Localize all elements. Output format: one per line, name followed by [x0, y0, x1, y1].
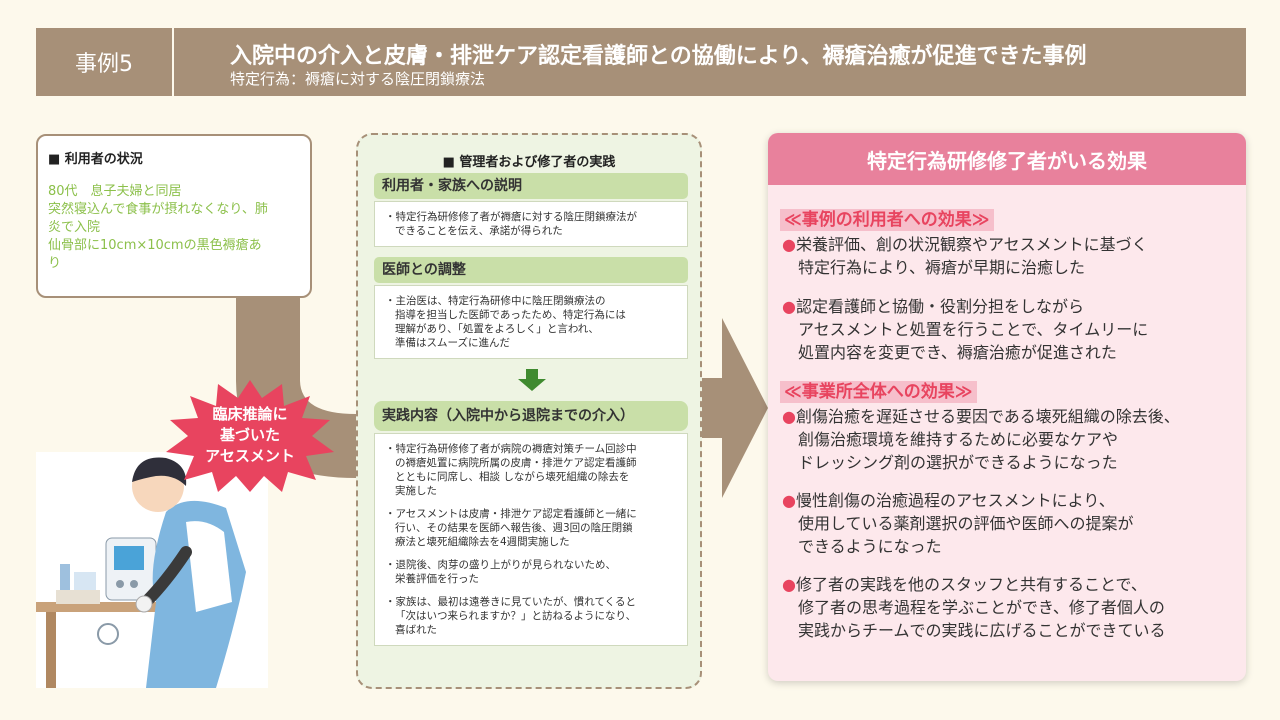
section-body-explanation: ・特定行為研修修了者が褥瘡に対する陰圧閉鎖療法が できることを伝え、承諾が得られ…: [374, 201, 688, 247]
effect-item-text: 認定看護師と協働・役割分担をしながら アセスメントと処置を行うことで、タイムリー…: [795, 297, 1149, 362]
section-body-doctor: ・主治医は、特定行為研修中に陰圧閉鎖療法の 指導を担当した医師であったため、特定…: [374, 285, 688, 359]
practice-title: ■ 管理者および修了者の実践: [442, 155, 616, 170]
effect-item: ●栄養評価、創の状況観察やアセスメントに基づく 特定行為により、褥瘡が早期に治癒…: [782, 233, 1242, 279]
effects-heading: 特定行為研修修了者がいる効果: [768, 133, 1246, 185]
effect-item-text: 修了者の実践を他のスタッフと共有することで、 修了者の思考過程を学ぶことができ、…: [795, 575, 1166, 640]
effect-group-title: ≪事例の利用者への効果≫: [780, 209, 994, 231]
practice-bullet: ・特定行為研修修了者が病院の褥瘡対策チーム回診中 の褥瘡処置に病院所属の皮膚・排…: [385, 443, 637, 497]
effect-item: ●慢性創傷の治癒過程のアセスメントにより、 使用している薬剤選択の評価や医師への…: [782, 489, 1242, 558]
user-status-line: 突然寝込んで食事が摂れなくなり、肺: [48, 202, 268, 217]
header-divider: [172, 28, 174, 96]
user-status-line: 80代 息子夫婦と同居: [48, 184, 182, 199]
practice-bullet: ・アセスメントは皮膚・排泄ケア認定看護師と一緒に 行い、その結果を医師へ報告後、…: [385, 508, 637, 548]
bullet-dot-icon: ●: [782, 575, 796, 594]
effect-item-text: 栄養評価、創の状況観察やアセスメントに基づく 特定行為により、褥瘡が早期に治癒し…: [795, 235, 1148, 277]
effect-item: ●認定看護師と協働・役割分担をしながら アセスメントと処置を行うことで、タイムリ…: [782, 295, 1242, 364]
effect-item-text: 慢性創傷の治癒過程のアセスメントにより、 使用している薬剤選択の評価や医師への提…: [795, 491, 1134, 556]
effects-box: 特定行為研修修了者がいる効果 ≪事例の利用者への効果≫ ●栄養評価、創の状況観察…: [768, 133, 1246, 681]
header-bar: 事例5 入院中の介入と皮膚・排泄ケア認定看護師との協働により、褥瘡治癒が促進でき…: [36, 28, 1246, 96]
starburst-line: アセスメント: [205, 447, 295, 465]
effect-group-title: ≪事業所全体への効果≫: [780, 381, 977, 403]
page-title: 入院中の介入と皮膚・排泄ケア認定看護師との協働により、褥瘡治癒が促進できた事例: [230, 44, 1087, 69]
effect-item-text: 創傷治癒を遅延させる要因である壊死組織の除去後、 創傷治癒環境を維持するために必…: [795, 407, 1180, 472]
bullet-dot-icon: ●: [782, 235, 796, 254]
starburst-line: 臨床推論に: [212, 405, 288, 423]
user-status-line: 炎で入院: [48, 220, 101, 235]
starburst-label: 臨床推論に 基づいた アセスメント: [178, 404, 322, 467]
effect-item: ●創傷治癒を遅延させる要因である壊死組織の除去後、 創傷治癒環境を維持するために…: [782, 405, 1242, 474]
section-heading-explanation: 利用者・家族への説明: [374, 173, 688, 199]
bullet-dot-icon: ●: [782, 297, 796, 316]
practice-box: ■ 管理者および修了者の実践 利用者・家族への説明 ・特定行為研修修了者が褥瘡に…: [356, 133, 702, 689]
starburst-line: 基づいた: [219, 426, 280, 444]
case-label: 事例5: [75, 52, 133, 77]
effect-item: ●修了者の実践を他のスタッフと共有することで、 修了者の思考過程を学ぶことができ…: [782, 573, 1242, 642]
user-status-line: 仙骨部に10cm×10cmの黒色褥瘡あ: [48, 238, 262, 253]
practice-bullet: ・主治医は、特定行為研修中に陰圧閉鎖療法の 指導を担当した医師であったため、特定…: [385, 295, 626, 349]
section-heading-practice: 実践内容（入院中から退院までの介入）: [374, 401, 688, 431]
section-heading-doctor: 医師との調整: [374, 257, 688, 283]
bullet-dot-icon: ●: [782, 491, 796, 510]
right-flow-arrow: [702, 318, 768, 498]
starburst-badge: [166, 380, 334, 492]
bullet-dot-icon: ●: [782, 407, 796, 426]
practice-bullet: ・特定行為研修修了者が褥瘡に対する陰圧閉鎖療法が できることを伝え、承諾が得られ…: [385, 211, 637, 237]
user-status-box: ■ 利用者の状況 80代 息子夫婦と同居 突然寝込んで食事が摂れなくなり、肺 炎…: [36, 134, 312, 298]
practice-bullet: ・家族は、最初は遠巻きに見ていたが、慣れてくると 「次はいつ来られますか？」と訪…: [385, 596, 637, 636]
section-body-practice: ・特定行為研修修了者が病院の褥瘡対策チーム回診中 の褥瘡処置に病院所属の皮膚・排…: [374, 433, 688, 646]
user-status-title: ■ 利用者の状況: [48, 152, 143, 167]
user-status-line: り: [48, 256, 62, 271]
page-subtitle: 特定行為：褥瘡に対する陰圧閉鎖療法: [230, 70, 486, 88]
down-arrow-icon: [518, 369, 546, 391]
practice-bullet: ・退院後、肉芽の盛り上がりが見られないため、 栄養評価を行った: [385, 559, 616, 585]
nurse-illustration: [36, 452, 268, 688]
